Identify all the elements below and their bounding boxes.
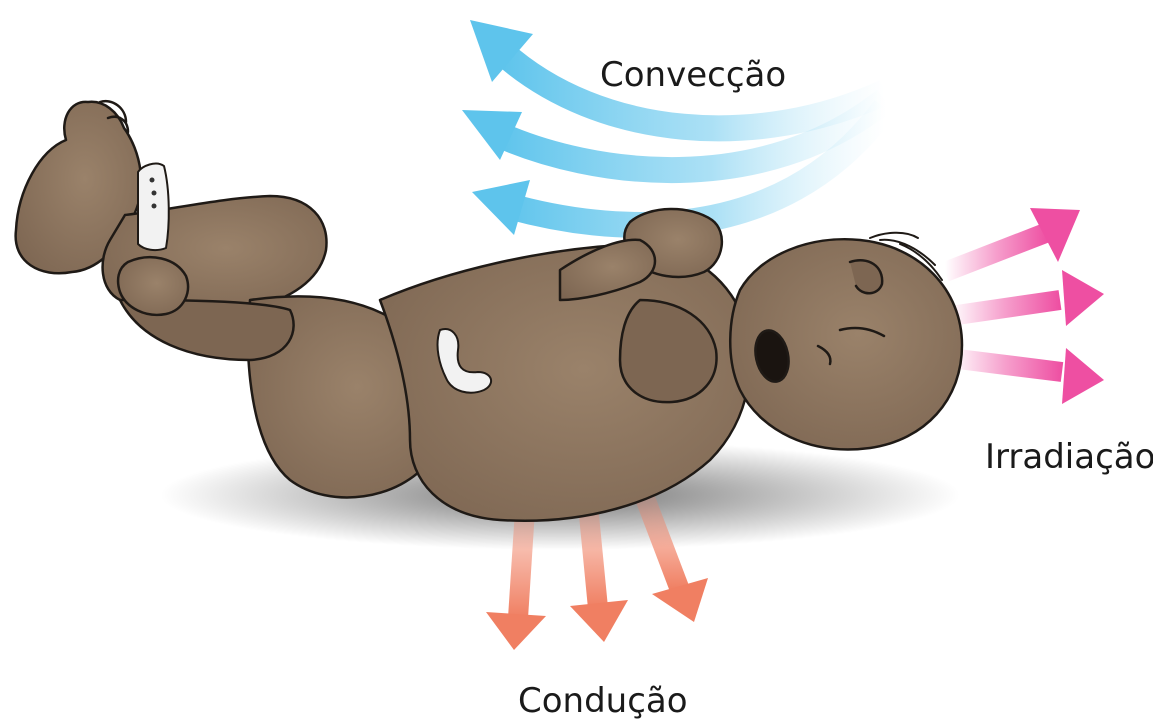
radiation-arrows [945,208,1104,404]
radiation-arrow [950,270,1104,326]
label-conduction: Condução [518,681,688,720]
label-convection: Convecção [600,55,786,95]
radiation-arrow [950,348,1104,404]
label-radiation: Irradiação [985,437,1153,477]
radiation-arrow [945,208,1080,272]
convection-arrows [462,20,885,235]
